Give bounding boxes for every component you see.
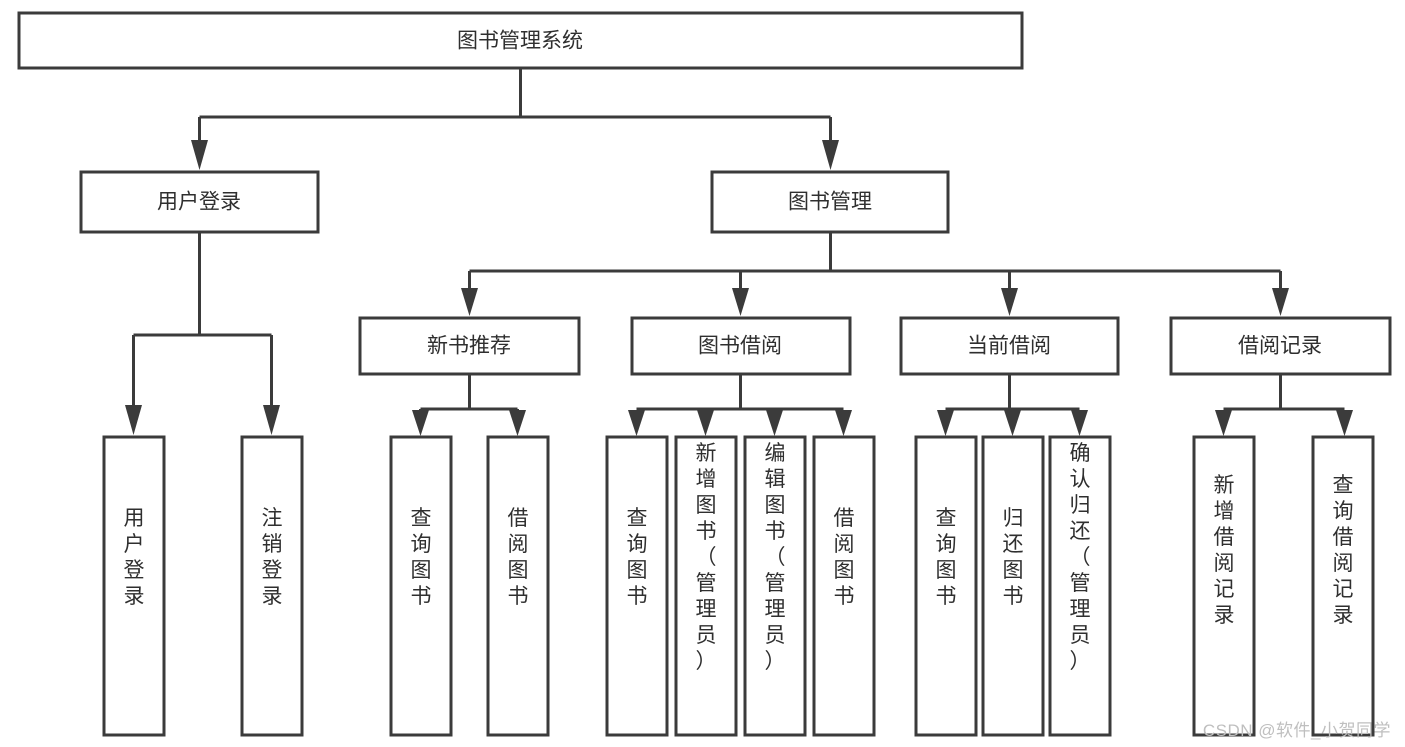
arrow-head-leaf-return-book [1004, 410, 1021, 436]
node-leaf-confirm-return-box[interactable] [1048, 435, 1112, 737]
node-book-borrow-label: 图书借阅 [698, 335, 782, 358]
node-leaf-edit-book-box[interactable] [743, 435, 807, 737]
node-book-borrow[interactable]: 图书借阅 [630, 316, 852, 376]
node-book-management[interactable]: 图书管理 [710, 170, 950, 234]
arrow-head-leaf-query-record [1336, 410, 1353, 436]
node-borrow-record-box[interactable] [1169, 316, 1392, 376]
node-book-management-box[interactable] [710, 170, 950, 234]
node-leaf-query-book-2-label: 查询图书 [627, 507, 648, 608]
node-leaf-logout-login[interactable]: 注销登录 [240, 435, 304, 737]
node-book-borrow-box[interactable] [630, 316, 852, 376]
node-root[interactable]: 图书管理系统 [17, 11, 1024, 70]
node-leaf-query-book-3[interactable]: 查询图书 [914, 435, 978, 737]
node-leaf-borrow-book-1-box[interactable] [486, 435, 550, 737]
node-leaf-query-book-1-label: 查询图书 [411, 507, 432, 608]
node-user-login-label: 用户登录 [157, 191, 241, 214]
arrow-head-leaf-query-book-2 [628, 410, 645, 436]
arrow-head-user-login [191, 140, 208, 170]
node-leaf-query-book-1[interactable]: 查询图书 [389, 435, 453, 737]
node-leaf-user-login-box[interactable] [102, 435, 166, 737]
node-leaf-confirm-return[interactable]: 确认归还（管理员） [1048, 435, 1112, 737]
node-leaf-add-book[interactable]: 新增图书（管理员） [674, 435, 738, 737]
arrow-head-leaf-edit-book [766, 410, 783, 436]
node-leaf-borrow-book-2-box[interactable] [812, 435, 876, 737]
arrow-head-leaf-borrow-book-1 [509, 410, 526, 436]
node-book-management-label: 图书管理 [788, 191, 872, 214]
node-leaf-return-book-label: 归还图书 [1003, 507, 1024, 608]
node-leaf-query-book-2-box[interactable] [605, 435, 669, 737]
arrow-head-book-management [822, 140, 839, 170]
node-root-label: 图书管理系统 [457, 30, 583, 53]
node-leaf-add-record-label: 新增借阅记录 [1214, 474, 1235, 627]
node-leaf-query-book-3-label: 查询图书 [936, 507, 957, 608]
node-new-book-recommend-box[interactable] [358, 316, 581, 376]
node-leaf-user-login-label: 用户登录 [124, 507, 145, 608]
node-current-borrow[interactable]: 当前借阅 [899, 316, 1120, 376]
arrow-head-leaf-add-record [1215, 410, 1232, 436]
arrow-head-leaf-query-book-1 [412, 410, 429, 436]
node-leaf-borrow-book-1-label: 借阅图书 [508, 507, 529, 608]
node-leaf-edit-book[interactable]: 编辑图书（管理员） [743, 435, 807, 737]
node-current-borrow-box[interactable] [899, 316, 1120, 376]
arrow-head-leaf-query-book-3 [937, 410, 954, 436]
connector-layer [125, 68, 1353, 436]
node-leaf-borrow-book-2[interactable]: 借阅图书 [812, 435, 876, 737]
node-leaf-add-book-label: 新增图书（管理员） [696, 442, 717, 673]
node-leaf-query-book-3-box[interactable] [914, 435, 978, 737]
node-new-book-recommend-label: 新书推荐 [427, 335, 511, 358]
watermark-label: CSDN @软件_小贺同学 [1202, 721, 1391, 740]
arrow-head-leaf-add-book [697, 410, 714, 436]
arrow-head-leaf-confirm-return [1071, 410, 1088, 436]
node-leaf-query-book-1-box[interactable] [389, 435, 453, 737]
node-leaf-return-book[interactable]: 归还图书 [981, 435, 1045, 737]
node-leaf-query-record-label: 查询借阅记录 [1333, 474, 1354, 627]
arrow-head-book-borrow [732, 288, 749, 316]
node-leaf-query-record-box[interactable] [1311, 435, 1375, 737]
arrow-head-new-book-recommend [461, 288, 478, 316]
node-leaf-confirm-return-label: 确认归还（管理员） [1070, 442, 1091, 673]
node-leaf-add-book-box[interactable] [674, 435, 738, 737]
node-borrow-record-label: 借阅记录 [1238, 335, 1322, 358]
node-user-login-box[interactable] [79, 170, 320, 234]
arrow-head-leaf-user-login [125, 405, 142, 435]
node-leaf-logout-login-label: 注销登录 [262, 507, 283, 608]
arrow-head-leaf-logout-login [263, 405, 280, 435]
node-leaf-return-book-box[interactable] [981, 435, 1045, 737]
node-leaf-borrow-book-2-label: 借阅图书 [834, 507, 855, 608]
arrow-head-borrow-record [1272, 288, 1289, 316]
node-user-login[interactable]: 用户登录 [79, 170, 320, 234]
node-leaf-query-record[interactable]: 查询借阅记录 [1311, 435, 1375, 737]
node-leaf-logout-login-box[interactable] [240, 435, 304, 737]
node-borrow-record[interactable]: 借阅记录 [1169, 316, 1392, 376]
node-leaf-edit-book-label: 编辑图书（管理员） [765, 442, 786, 673]
node-leaf-add-record-box[interactable] [1192, 435, 1256, 737]
node-leaf-user-login[interactable]: 用户登录 [102, 435, 166, 737]
node-current-borrow-label: 当前借阅 [967, 335, 1051, 358]
node-new-book-recommend[interactable]: 新书推荐 [358, 316, 581, 376]
node-root-box[interactable] [17, 11, 1024, 70]
arrow-head-leaf-borrow-book-2 [835, 410, 852, 436]
node-leaf-borrow-book-1[interactable]: 借阅图书 [486, 435, 550, 737]
node-leaf-query-book-2[interactable]: 查询图书 [605, 435, 669, 737]
node-leaf-add-record[interactable]: 新增借阅记录 [1192, 435, 1256, 737]
arrow-head-current-borrow [1001, 288, 1018, 316]
